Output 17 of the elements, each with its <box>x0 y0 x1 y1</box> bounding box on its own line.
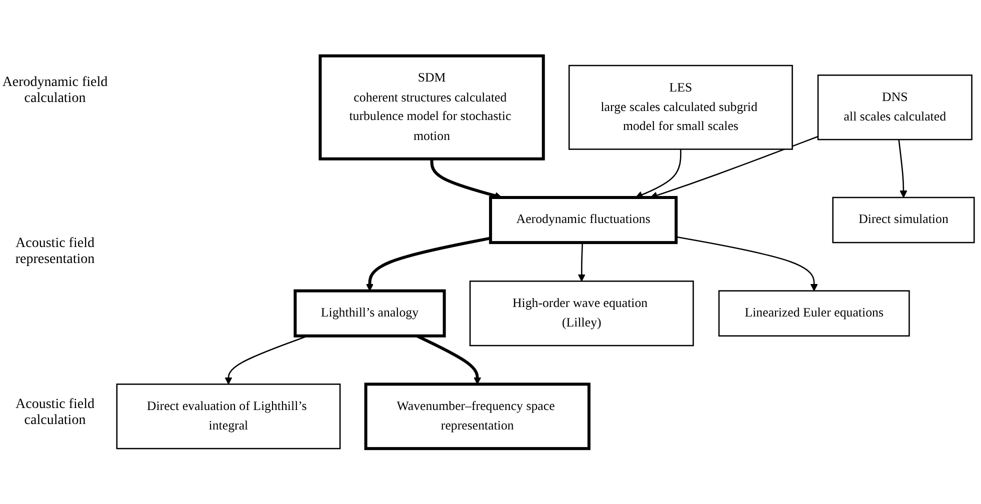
node-box: Lighthill’s analogy <box>294 289 446 338</box>
node-box: Linearized Euler equations <box>718 290 910 336</box>
node-box: LES large scales calculated subgrid model for small scales <box>568 64 793 150</box>
row-label: Aerodynamic field calculation <box>1 74 109 107</box>
node-box: Direct evaluation of Lighthill’s integral <box>116 383 341 449</box>
node-box: DNS all scales calculated <box>817 74 972 140</box>
arrow <box>366 236 491 291</box>
node-box: Aerodynamic fluctuations <box>489 196 678 244</box>
node-box: Direct simulation <box>832 196 975 243</box>
node-box: High-order wave equation (Lilley) <box>469 280 694 346</box>
arrow <box>676 236 818 291</box>
node-box: Wavenumber–frequency space representation <box>364 382 590 450</box>
node-box: SDM coherent structures calculated turbulence model for stochastic motion <box>318 54 545 160</box>
row-label: Acoustic field representation <box>14 236 96 268</box>
arrow <box>898 139 908 198</box>
row-label: Acoustic field calculation <box>14 397 96 430</box>
arrow <box>578 242 586 282</box>
